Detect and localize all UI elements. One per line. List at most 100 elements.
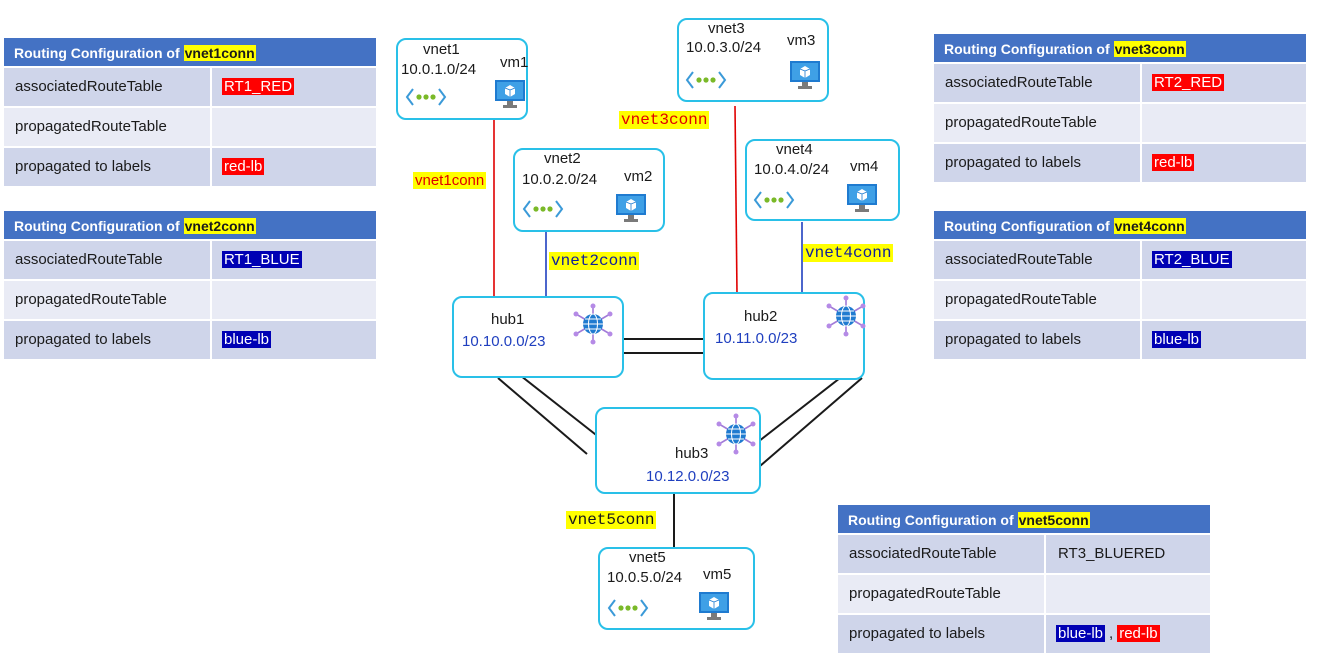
- row-value: red-lb: [1142, 144, 1306, 184]
- table-row: associatedRouteTable RT2_RED: [934, 64, 1306, 104]
- row-value: RT1_BLUE: [212, 241, 376, 281]
- link-hub1-hub3-a: [497, 377, 588, 455]
- label-tag: red-lb: [1117, 625, 1160, 642]
- virtual-hub-icon: [573, 303, 613, 345]
- hub-name: hub2: [744, 308, 778, 325]
- vm-icon: [616, 194, 646, 222]
- table-row: associatedRouteTable RT1_RED: [4, 68, 376, 108]
- row-label: propagated to labels: [4, 321, 212, 361]
- row-value: RT2_BLUE: [1142, 241, 1306, 281]
- route-table-tag: RT3_BLUERED: [1058, 545, 1166, 562]
- table-row: propagatedRouteTable: [934, 281, 1306, 321]
- row-value: red-lb: [212, 148, 376, 188]
- vnet-name: vnet2: [544, 150, 581, 167]
- label-tag: red-lb: [222, 158, 265, 175]
- row-label: associatedRouteTable: [838, 535, 1046, 575]
- table-row: propagatedRouteTable: [934, 104, 1306, 144]
- vm-name: vm4: [850, 158, 879, 175]
- table-row: propagated to labels blue-lb: [934, 321, 1306, 361]
- row-label: associatedRouteTable: [4, 241, 212, 281]
- link-hub2-hub3-b: [759, 377, 863, 467]
- vm-name: vm5: [703, 566, 732, 583]
- vnet-cidr: 10.0.1.0/24: [401, 61, 477, 78]
- row-label: associatedRouteTable: [934, 64, 1142, 104]
- vnet1conn-label: vnet1conn: [413, 172, 487, 189]
- link-hub1-hub3-b: [515, 371, 601, 439]
- vm-icon: [847, 184, 877, 212]
- table-row: associatedRouteTable RT1_BLUE: [4, 241, 376, 281]
- vnet-name: vnet3: [708, 20, 745, 37]
- row-value: blue-lb: [1142, 321, 1306, 361]
- row-label: propagatedRouteTable: [838, 575, 1046, 615]
- vm-icon: [699, 592, 729, 620]
- row-value: blue-lb: [212, 321, 376, 361]
- table-title: Routing Configuration of: [944, 41, 1110, 57]
- row-value: [1142, 281, 1306, 321]
- vnet-name: vnet4: [776, 141, 813, 158]
- vnet-name: vnet5: [629, 549, 666, 566]
- route-table-tag: RT1_RED: [222, 78, 295, 95]
- row-label: associatedRouteTable: [4, 68, 212, 108]
- vnet-icon: [405, 88, 447, 106]
- vnet-cidr: 10.0.5.0/24: [607, 569, 683, 586]
- separator-text: ,: [1109, 625, 1114, 642]
- row-label: propagated to labels: [934, 321, 1142, 361]
- vnet-cidr: 10.0.3.0/24: [686, 39, 762, 56]
- hub-name: hub1: [491, 311, 525, 328]
- label-tag: red-lb: [1152, 154, 1195, 171]
- table-row: propagatedRouteTable: [838, 575, 1210, 615]
- virtual-hub-icon: [716, 413, 756, 455]
- row-value: [1142, 104, 1306, 144]
- vm-name: vm2: [624, 168, 653, 185]
- hub1-box: hub1 10.10.0.0/23: [452, 296, 624, 378]
- vnet5conn-label: vnet5conn: [566, 511, 657, 529]
- hub-cidr: 10.11.0.0/23: [715, 330, 798, 347]
- connection-name: vnet4conn: [1113, 218, 1186, 234]
- connection-name: vnet5conn: [1017, 512, 1090, 528]
- vnet3-box: vnet3 10.0.3.0/24 vm3: [677, 18, 829, 102]
- row-label: propagatedRouteTable: [934, 281, 1142, 321]
- table-row: propagated to labels blue-lb: [4, 321, 376, 361]
- hub3-box: hub3 10.12.0.0/23: [595, 407, 761, 494]
- row-value: [212, 281, 376, 321]
- table-row: propagatedRouteTable: [4, 108, 376, 148]
- hub-name: hub3: [675, 445, 709, 462]
- table-title: Routing Configuration of: [14, 218, 180, 234]
- vnet5-box: vnet5 10.0.5.0/24 vm5: [598, 547, 755, 630]
- row-label: propagated to labels: [838, 615, 1046, 655]
- hub2-box: hub2 10.11.0.0/23: [703, 292, 866, 380]
- connection-name: vnet3conn: [1113, 41, 1186, 57]
- table-row: associatedRouteTable RT3_BLUERED: [838, 535, 1210, 575]
- label-tag: blue-lb: [1056, 625, 1106, 642]
- vnet-icon: [522, 200, 564, 218]
- hub-cidr: 10.12.0.0/23: [646, 468, 730, 485]
- row-label: propagatedRouteTable: [4, 281, 212, 321]
- table-title: Routing Configuration of: [944, 218, 1110, 234]
- row-value: RT3_BLUERED: [1046, 535, 1210, 575]
- row-label: propagated to labels: [934, 144, 1142, 184]
- row-label: propagatedRouteTable: [4, 108, 212, 148]
- vm-name: vm3: [787, 32, 816, 49]
- route-table-tag: RT2_RED: [1152, 74, 1225, 91]
- virtual-hub-icon: [826, 295, 866, 337]
- label-tag: blue-lb: [1152, 331, 1202, 348]
- vnet-name: vnet1: [423, 41, 460, 58]
- connection-name: vnet2conn: [183, 218, 256, 234]
- row-value: RT1_RED: [212, 68, 376, 108]
- vnet4-box: vnet4 10.0.4.0/24 vm4: [745, 139, 900, 221]
- table-title: Routing Configuration of: [848, 512, 1014, 528]
- route-table-tag: RT1_BLUE: [222, 251, 302, 268]
- vnet-cidr: 10.0.2.0/24: [522, 171, 598, 188]
- table-row: propagated to labels red-lb: [934, 144, 1306, 184]
- label-tag: blue-lb: [222, 331, 272, 348]
